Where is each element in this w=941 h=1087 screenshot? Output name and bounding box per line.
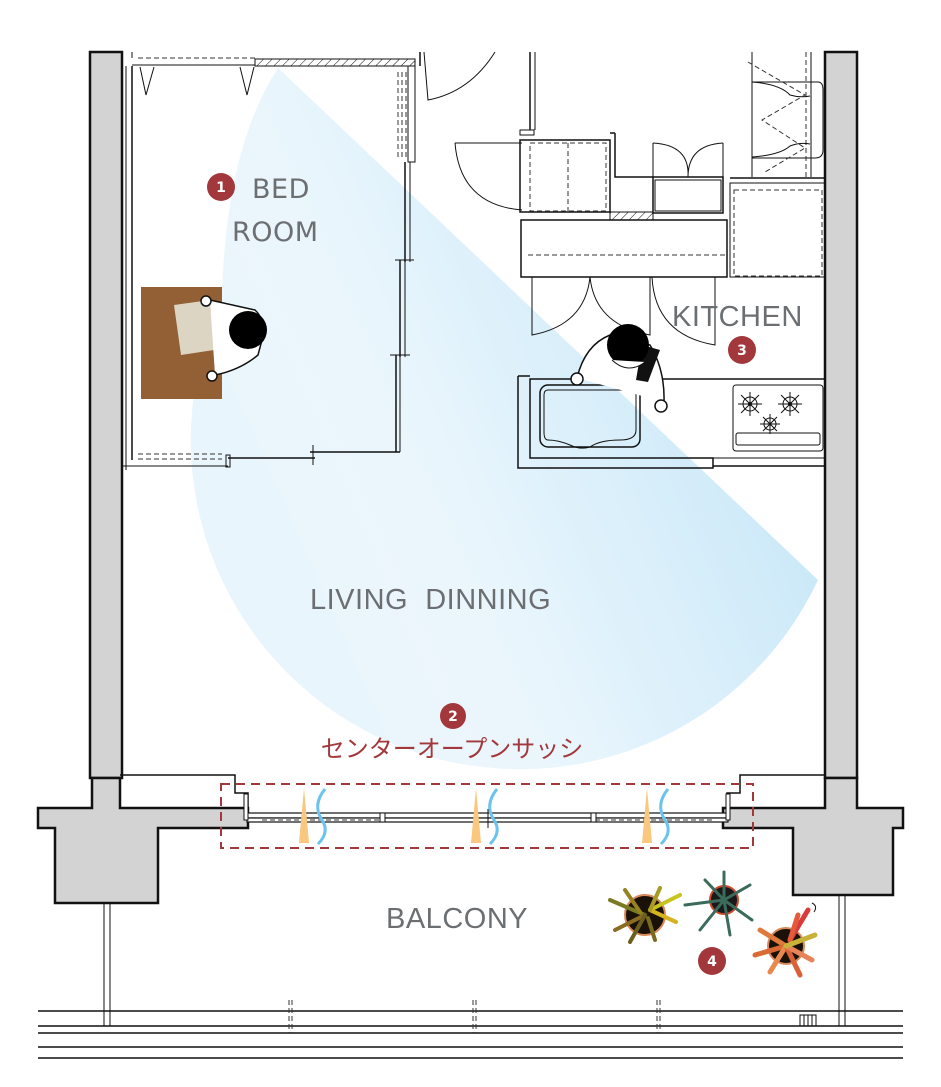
right-wall [823,50,859,780]
cook-person [570,324,668,413]
kitchen-counter [517,375,825,469]
gas-stove [732,384,824,452]
person-head [607,324,649,366]
exterior-walls [36,50,905,905]
paper [174,300,214,355]
badge-1-number: 1 [216,180,226,196]
potted-plant [683,870,754,937]
kitchen-cabinets [454,52,826,346]
potted-plant [608,886,682,944]
airflow-icon [642,788,670,846]
airflow-icon [471,788,499,846]
balcony-label-text: BALCONY [386,903,528,935]
left-wall [88,50,124,780]
airflow-icon [299,788,327,846]
balcony [38,895,903,1059]
sightline-fan [190,68,819,770]
badge-4 [698,947,726,975]
burner-icon [778,392,802,416]
hatched-wall [254,58,416,67]
right-column [721,776,905,897]
kitchen-label-text: KITCHEN [672,301,803,333]
sash-highlight-box [220,783,754,849]
bedroom-label-line1: BED [252,174,310,205]
burner-icon [738,392,762,416]
badge-1 [207,173,235,201]
sash-label-text: センターオープンサッシ [321,735,584,763]
center-open-sash [220,783,754,849]
kitchen-label: KITCHEN 3 [672,301,803,364]
living-dinning-label: LIVING DINNING [310,584,551,616]
desk-with-person [141,287,267,399]
badge-2-number: 2 [448,709,458,725]
bedroom-label-line2: ROOM [232,217,319,248]
badge-2 [440,703,466,729]
sash-label: 2 センターオープンサッシ [321,703,584,763]
bedroom-label: 1 BED ROOM [207,173,319,248]
bedroom [122,51,496,470]
living-lower-walls [120,774,825,808]
left-column [36,776,250,905]
railing-post-dashed [288,1000,661,1033]
potted-plant [752,902,818,978]
burner-icon [760,414,780,434]
refrigerator [747,52,824,177]
badge-3 [728,336,756,364]
balcony-label: BALCONY 4 [386,903,726,975]
person-head [229,311,267,349]
closet-slats [397,72,407,158]
badge-3-number: 3 [737,343,747,359]
living-label: LIVING DINNING [310,584,551,616]
badge-4-number: 4 [707,954,717,970]
